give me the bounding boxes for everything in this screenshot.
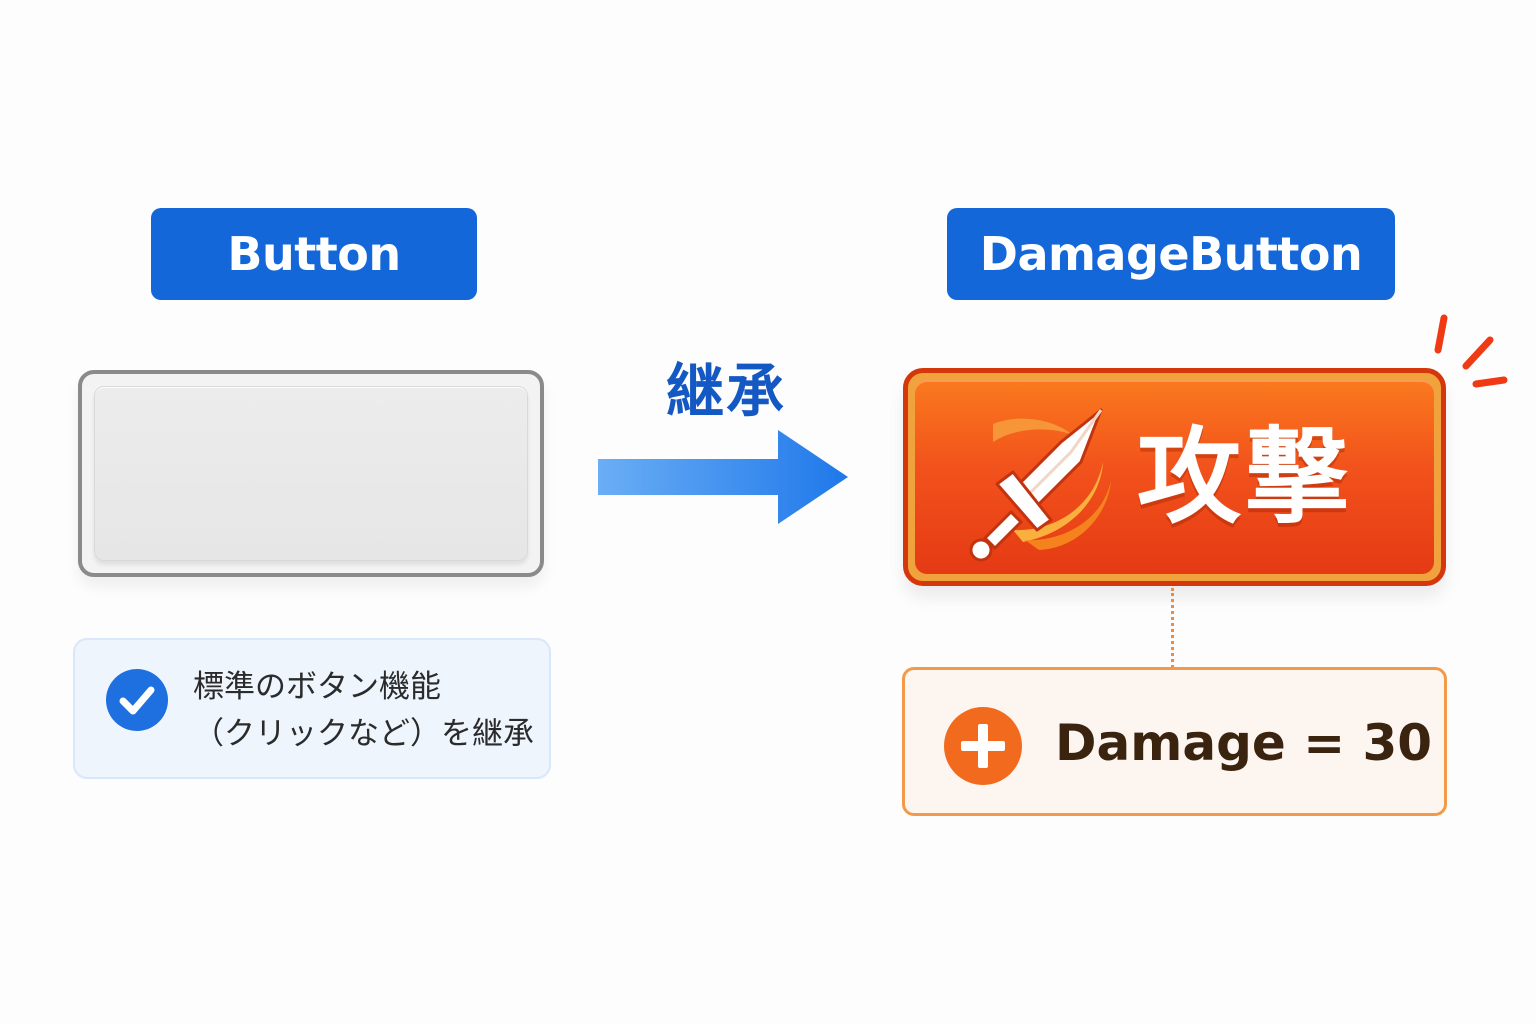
attack-label: 攻撃 <box>1137 416 1354 538</box>
base-feature-note: 標準のボタン機能 （クリックなど）を継承 <box>73 638 551 779</box>
note-line-1: 標準のボタン機能 <box>193 669 441 705</box>
plain-button[interactable] <box>78 370 544 577</box>
attack-button-face: 攻撃 <box>915 380 1434 574</box>
button-class-label: Button <box>151 208 477 300</box>
plain-button-face <box>94 386 528 561</box>
damage-property-text: Damage = 30 <box>1055 714 1433 772</box>
right-arrow-icon <box>598 430 848 524</box>
inheritance-label: 継承 <box>666 357 787 425</box>
note-line-2: （クリックなど）を継承 <box>193 716 534 752</box>
damage-property-box: Damage = 30 <box>902 667 1447 816</box>
note-text: 標準のボタン機能 （クリックなど）を継承 <box>193 664 534 758</box>
plus-circle-icon <box>944 707 1022 785</box>
check-circle-icon <box>106 669 168 731</box>
property-connector <box>1171 588 1174 668</box>
spark-icon <box>1434 314 1508 388</box>
attack-button[interactable]: 攻撃 <box>903 368 1446 586</box>
damage-button-class-label: DamageButton <box>947 208 1395 300</box>
sword-icon <box>969 408 1111 562</box>
